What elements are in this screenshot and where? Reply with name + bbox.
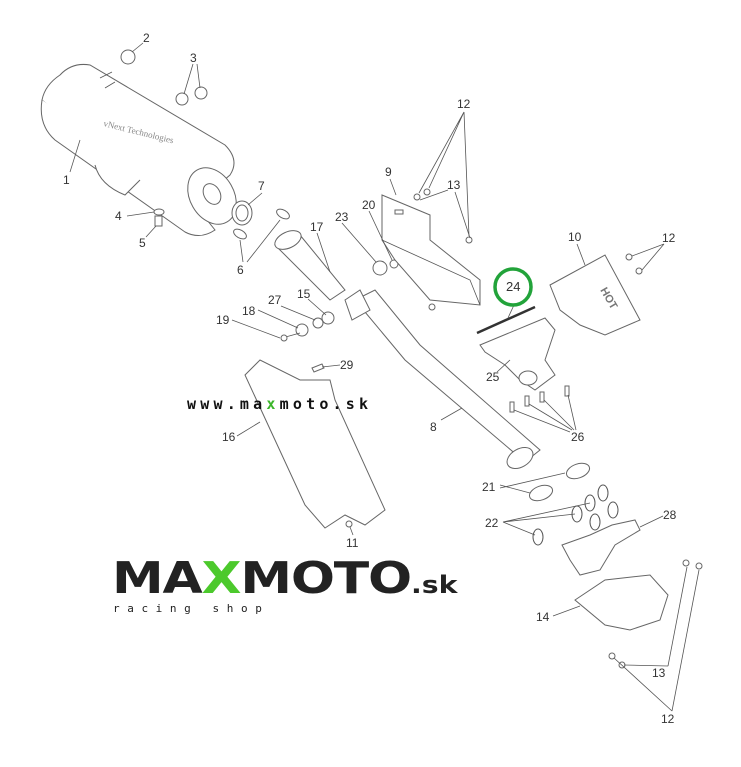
label-13[interactable]: 13 — [652, 666, 666, 680]
label-15[interactable]: 15 — [297, 287, 311, 301]
label-27[interactable]: 27 — [268, 293, 282, 307]
label-1[interactable]: 1 — [63, 173, 70, 187]
label-3[interactable]: 3 — [190, 51, 197, 65]
part-gasket — [476, 305, 536, 335]
url-suffix: moto.sk — [279, 395, 373, 413]
label-10[interactable]: 10 — [568, 230, 582, 244]
label-5[interactable]: 5 — [139, 236, 146, 250]
website-url[interactable]: www.maxmoto.sk — [187, 396, 372, 413]
label-2[interactable]: 2 — [143, 31, 150, 45]
url-x: x — [266, 395, 280, 413]
label-17[interactable]: 17 — [310, 220, 324, 234]
label-28[interactable]: 28 — [663, 508, 677, 522]
logo-tld: .sk — [411, 571, 458, 599]
logo-x: X — [201, 553, 241, 604]
label-8[interactable]: 8 — [430, 420, 437, 434]
label-4[interactable]: 4 — [115, 209, 122, 223]
part-grommet — [120, 49, 136, 65]
label-22[interactable]: 22 — [485, 516, 499, 530]
label-16[interactable]: 16 — [222, 430, 236, 444]
maxmoto-logo: MAXMOTO.sk — [112, 557, 458, 601]
url-prefix: www.ma — [187, 395, 267, 413]
part-muffler: vNext Technologies — [40, 64, 237, 236]
label-18[interactable]: 18 — [242, 304, 256, 318]
label-19[interactable]: 19 — [216, 313, 230, 327]
label-26[interactable]: 26 — [571, 430, 585, 444]
label-20[interactable]: 20 — [362, 198, 376, 212]
part-grommet — [194, 86, 208, 100]
label-6[interactable]: 6 — [237, 263, 244, 277]
logo-suffix: MOTO — [240, 553, 412, 604]
part-grommet — [175, 92, 189, 106]
label-21[interactable]: 21 — [482, 480, 496, 494]
label-23[interactable]: 23 — [335, 210, 349, 224]
label-13[interactable]: 13 — [447, 178, 461, 192]
logo-tagline: racing shop — [113, 602, 270, 615]
label-14[interactable]: 14 — [536, 610, 550, 624]
logo-prefix: MA — [112, 553, 203, 604]
label-12[interactable]: 12 — [457, 97, 471, 111]
label-9[interactable]: 9 — [385, 165, 392, 179]
label-11[interactable]: 11 — [346, 536, 359, 550]
label-25[interactable]: 25 — [486, 370, 500, 384]
label-12[interactable]: 12 — [661, 712, 675, 726]
highlight-circle — [493, 267, 533, 307]
label-24[interactable]: 24 — [506, 279, 520, 294]
label-29[interactable]: 29 — [340, 358, 354, 372]
label-7[interactable]: 7 — [258, 179, 265, 193]
label-12[interactable]: 12 — [662, 231, 676, 245]
